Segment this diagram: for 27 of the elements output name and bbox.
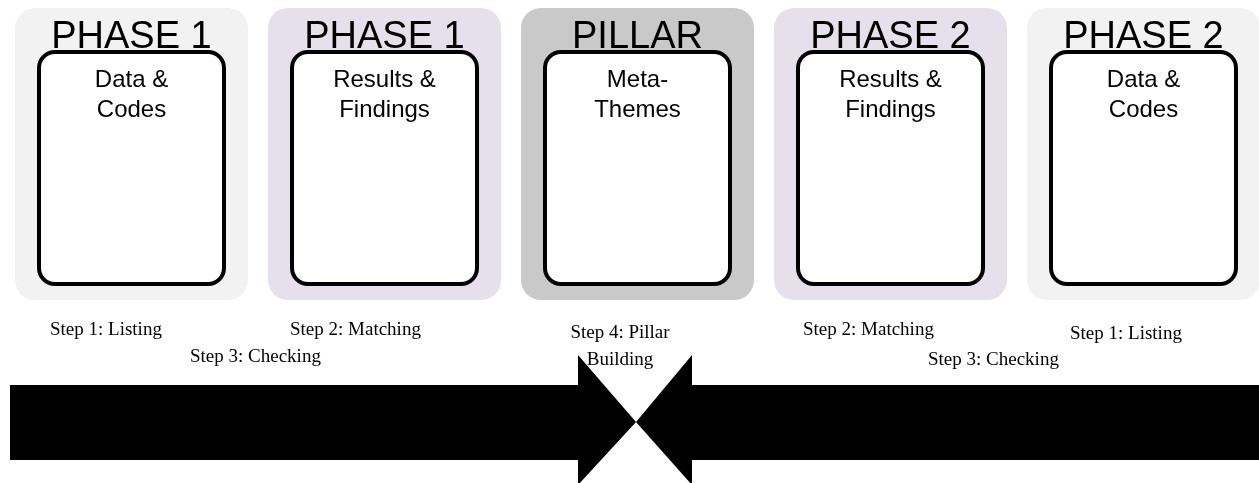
phase-panel <box>15 8 248 300</box>
step-label: Step 2: Matching <box>803 318 934 340</box>
step-label: Step 2: Matching <box>290 318 421 340</box>
content-box <box>796 50 985 286</box>
content-box <box>37 50 226 286</box>
box-text: Data & Codes <box>1105 64 1182 124</box>
box-text: Data & Codes <box>93 64 170 124</box>
box-text: Results & Findings <box>838 64 943 124</box>
panel-heading: PHASE 1 <box>50 14 213 57</box>
step-label: Step 3: Checking <box>928 348 1059 370</box>
panel-heading: PHASE 2 <box>809 14 972 57</box>
panel-heading: PHASE 1 <box>303 14 466 57</box>
phase-panel <box>268 8 501 300</box>
box-text: Results & Findings <box>332 64 437 124</box>
content-box <box>1049 50 1238 286</box>
box-text: Meta-Themes <box>593 64 682 124</box>
step-label: Step 1: Listing <box>1070 322 1182 344</box>
phase-panel <box>521 8 754 300</box>
phase-panel <box>1027 8 1259 300</box>
panel-heading: PHASE 2 <box>1062 14 1225 57</box>
step-label: Step 1: Listing <box>50 318 162 340</box>
content-box <box>290 50 479 286</box>
step-label: Step 3: Checking <box>190 345 321 367</box>
content-box <box>543 50 732 286</box>
step-label: Step 4: Pillar Building <box>569 320 671 371</box>
panel-heading: PILLAR <box>571 14 704 57</box>
phase-panel <box>774 8 1007 300</box>
